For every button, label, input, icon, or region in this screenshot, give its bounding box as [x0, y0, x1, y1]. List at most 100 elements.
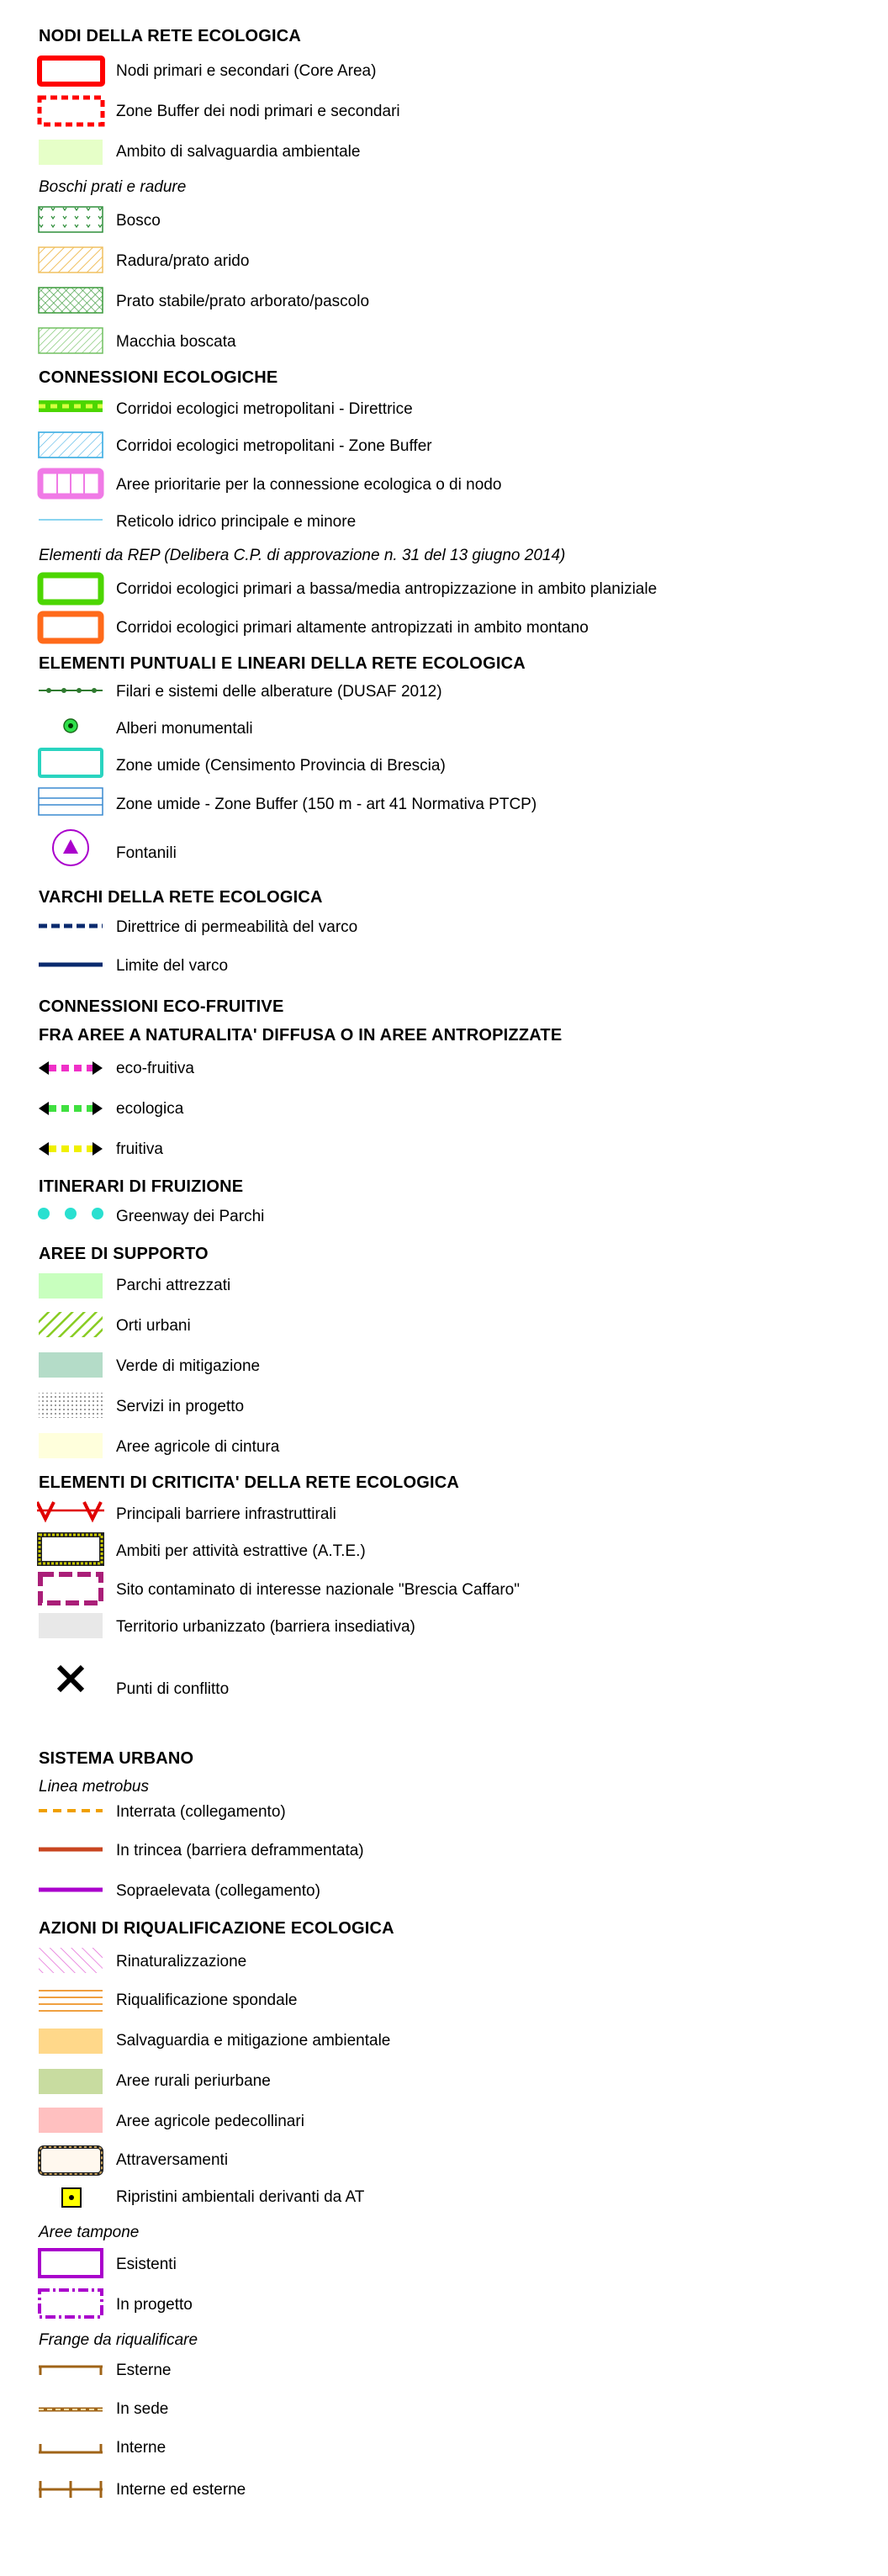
legend-label-core: Nodi primari e secondari (Core Area): [116, 62, 377, 80]
legend-label-interne-esterne: Interne ed esterne: [116, 2481, 246, 2499]
core-area-symbol: [37, 56, 105, 87]
section-title-itinerari: ITINERARI DI FRUIZIONE: [39, 1177, 244, 1196]
frange-interne-symbol: [39, 2444, 103, 2454]
fruitiva-symbol: [39, 1142, 103, 1156]
direttrice-symbol: [39, 400, 103, 412]
subsection-frange: Frange da riqualificare: [39, 2331, 198, 2349]
section-title-nodi: NODI DELLA RETE ECOLOGICA: [39, 27, 302, 45]
ate-symbol: [37, 1532, 104, 1566]
trincea-symbol: [39, 1847, 103, 1852]
legend-label-servizi: Servizi in progetto: [116, 1398, 245, 1415]
legend-label-ate: Ambiti per attività estrattive (A.T.E.): [116, 1542, 366, 1560]
frange-in-sede-symbol: [39, 2407, 103, 2412]
filari-symbol: [39, 688, 103, 693]
interrata-symbol: [39, 1809, 103, 1812]
subsection-boschi: Boschi prati e radure: [39, 178, 187, 196]
buffer-nodi-symbol: [37, 95, 105, 127]
legend-label-rurali: Aree rurali periurbane: [116, 2072, 271, 2090]
bosco-symbol: [38, 206, 103, 233]
direttrice-varco-symbol: [39, 923, 103, 928]
planiziale-symbol: [37, 572, 104, 606]
aree-prioritarie-symbol: [37, 468, 104, 500]
eco-fruitiva-symbol: [39, 1061, 103, 1075]
legend-label-buffer: Zone Buffer dei nodi primari e secondari: [116, 103, 400, 120]
spondale-symbol: [39, 1990, 103, 2012]
rurali-symbol: [39, 2069, 103, 2094]
reticolo-symbol: [39, 519, 103, 521]
legend-label-in-progetto: In progetto: [116, 2296, 193, 2314]
legend-label-salvaguardia: Ambito di salvaguardia ambientale: [116, 143, 361, 161]
legend-label-aree-prioritarie: Aree prioritarie per la connessione ecol…: [116, 476, 502, 494]
legend-label-in-sede: In sede: [116, 2400, 169, 2418]
section-title-azioni: AZIONI DI RIQUALIFICAZIONE ECOLOGICA: [39, 1919, 394, 1938]
legend-label-limite-varco: Limite del varco: [116, 957, 229, 975]
ripristini-symbol: [61, 2187, 82, 2208]
legend-label-greenway: Greenway dei Parchi: [116, 1208, 265, 1225]
caffaro-symbol: [38, 1572, 103, 1605]
legend-label-conflitto: Punti di conflitto: [116, 1680, 230, 1698]
legend-label-attraversamenti: Attraversamenti: [116, 2151, 229, 2169]
legend-label-zone-buffer: Corridoi ecologici metropolitani - Zone …: [116, 437, 432, 455]
legend-label-montano: Corridoi ecologici primari altamente ant…: [116, 619, 589, 637]
prato-symbol: [38, 287, 103, 314]
legend-label-prato: Prato stabile/prato arborato/pascolo: [116, 293, 370, 310]
legend-label-fontanili: Fontanili: [116, 844, 177, 862]
legend-label-fruitiva: fruitiva: [116, 1140, 163, 1158]
legend-label-zone-umide: Zone umide (Censimento Provincia di Bres…: [116, 757, 446, 775]
rinaturalizzazione-symbol: [39, 1948, 103, 1973]
section-title-eco-fruitive-1: CONNESSIONI ECO-FRUITIVE: [39, 997, 284, 1016]
legend-label-territorio: Territorio urbanizzato (barriera insedia…: [116, 1618, 415, 1636]
subsection-metrobus: Linea metrobus: [39, 1778, 149, 1796]
agricole-symbol: [39, 1433, 103, 1458]
frange-esterne-symbol: [39, 2365, 103, 2375]
legend-label-salvaguardia-mitigazione: Salvaguardia e mitigazione ambientale: [116, 2032, 391, 2050]
legend-label-esterne: Esterne: [116, 2362, 172, 2379]
verde-symbol: [39, 1352, 103, 1378]
zone-umide-buffer-symbol: [38, 787, 103, 816]
legend-label-ecologica: ecologica: [116, 1100, 184, 1118]
servizi-symbol: [39, 1393, 103, 1418]
barriere-symbol: [37, 1501, 104, 1523]
greenway-symbol: [38, 1208, 103, 1219]
legend-label-reticolo: Reticolo idrico principale e minore: [116, 513, 357, 531]
legend-label-parchi: Parchi attrezzati: [116, 1277, 231, 1294]
zone-umide-symbol: [38, 748, 103, 778]
legend-label-direttrice-varco: Direttrice di permeabilità del varco: [116, 918, 358, 936]
legend-label-spondale: Riqualificazione spondale: [116, 1992, 298, 2009]
legend-label-pedecollinari: Aree agricole pedecollinari: [116, 2113, 304, 2130]
legend-label-verde: Verde di mitigazione: [116, 1357, 261, 1375]
frange-interne-esterne-symbol: [39, 2481, 103, 2498]
salvaguardia-mitigazione-symbol: [39, 2029, 103, 2054]
in-progetto-symbol: [38, 2288, 103, 2319]
legend-label-planiziale: Corridoi ecologici primari a bassa/media…: [116, 580, 658, 598]
subsection-rep: Elementi da REP (Delibera C.P. di approv…: [39, 547, 566, 564]
section-title-puntuali: ELEMENTI PUNTUALI E LINEARI DELLA RETE E…: [39, 654, 526, 673]
legend-label-ripristini: Ripristini ambientali derivanti da AT: [116, 2188, 365, 2206]
legend-label-agricole: Aree agricole di cintura: [116, 1438, 280, 1456]
montano-symbol: [37, 611, 104, 644]
fontanili-symbol: [52, 829, 89, 866]
legend-label-eco-fruitiva: eco-fruitiva: [116, 1060, 194, 1077]
legend-label-trincea: In trincea (barriera deframmentata): [116, 1842, 364, 1859]
pedecollinari-symbol: [39, 2108, 103, 2133]
legend-label-alberi: Alberi monumentali: [116, 720, 253, 738]
radura-symbol: [38, 246, 103, 273]
legend-label-macchia: Macchia boscata: [116, 333, 236, 351]
ecologica-symbol: [39, 1102, 103, 1115]
parchi-symbol: [39, 1273, 103, 1299]
legend-label-direttrice: Corridoi ecologici metropolitani - Diret…: [116, 400, 413, 418]
salvaguardia-symbol: [39, 140, 103, 165]
esistenti-symbol: [38, 2248, 103, 2278]
legend-label-sopraelevata: Sopraelevata (collegamento): [116, 1882, 320, 1900]
limite-varco-symbol: [39, 962, 103, 967]
legend-label-zone-umide-buffer: Zone umide - Zone Buffer (150 m - art 41…: [116, 796, 537, 813]
legend-label-caffaro: Sito contaminato di interesse nazionale …: [116, 1581, 520, 1599]
alberi-monumentali-symbol: [63, 718, 78, 733]
orti-symbol: [39, 1312, 103, 1337]
attraversamenti-symbol: [38, 2145, 103, 2176]
legend-label-interne: Interne: [116, 2439, 166, 2457]
section-title-criticita: ELEMENTI DI CRITICITA' DELLA RETE ECOLOG…: [39, 1473, 460, 1492]
legend-label-barriere: Principali barriere infrastruttirali: [116, 1505, 336, 1523]
legend-label-rinaturalizzazione: Rinaturalizzazione: [116, 1953, 247, 1970]
legend-label-esistenti: Esistenti: [116, 2256, 177, 2273]
